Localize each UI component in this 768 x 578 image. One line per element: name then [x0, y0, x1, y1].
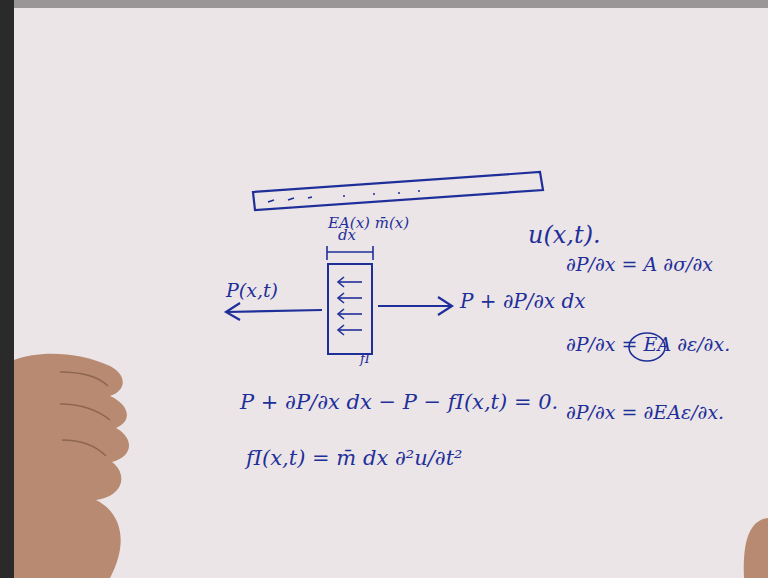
bar-member: EA(x) m̄(x)	[248, 162, 550, 244]
equation: ∂P/∂x = EA ∂ε/∂x.	[566, 334, 730, 356]
displacement-label: u(x,t).	[528, 222, 601, 250]
equation: ∂P/∂x = ∂EAε/∂x.	[566, 402, 724, 424]
dimension-label: dx	[338, 227, 356, 244]
equation: ∂P/∂x = A ∂σ/∂x	[566, 254, 713, 276]
bar-outline	[248, 162, 550, 212]
equation: P + ∂P/∂x dx − P − fI(x,t) = 0.	[240, 390, 558, 414]
force-label: P + ∂P/∂x dx	[460, 290, 586, 313]
force-label: fI	[360, 352, 370, 367]
equation: fI(x,t) = m̄ dx ∂²u/∂t²	[246, 446, 463, 470]
paper-sheet	[14, 8, 768, 578]
force-label: P(x,t)	[226, 280, 278, 302]
